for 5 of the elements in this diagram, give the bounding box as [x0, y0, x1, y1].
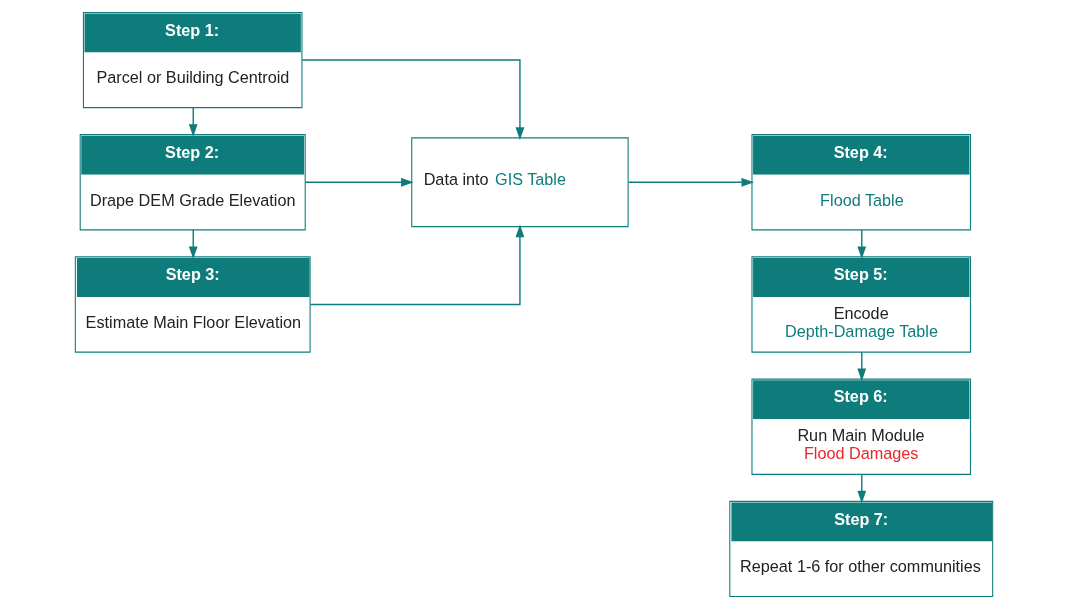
arrow — [309, 224, 524, 306]
node-box: Data into GIS Table — [410, 137, 629, 228]
arrow — [300, 59, 524, 140]
arrow — [627, 177, 754, 187]
arrow — [304, 177, 414, 187]
